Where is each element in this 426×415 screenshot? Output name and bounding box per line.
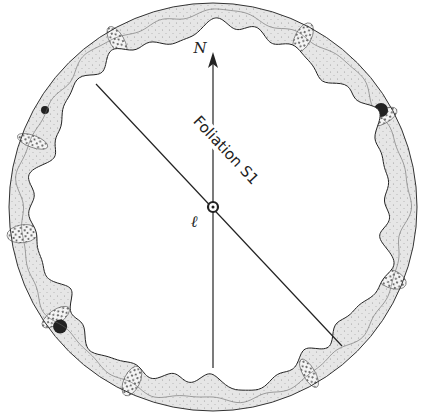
band-contour: [16, 9, 412, 403]
lineation-dot: [212, 206, 215, 209]
north-label: N: [193, 41, 206, 56]
grain-cluster: [296, 356, 322, 390]
grain-cluster: [15, 130, 49, 152]
foliation-line: [96, 84, 342, 346]
matrix-band: [9, 3, 417, 411]
north-arrowhead: [208, 52, 218, 68]
inner-boundary: [29, 18, 395, 390]
lineation-label: ℓ: [191, 214, 198, 230]
stipple: [9, 3, 417, 411]
section-outline: [9, 3, 417, 411]
lineation-point: [208, 202, 218, 212]
